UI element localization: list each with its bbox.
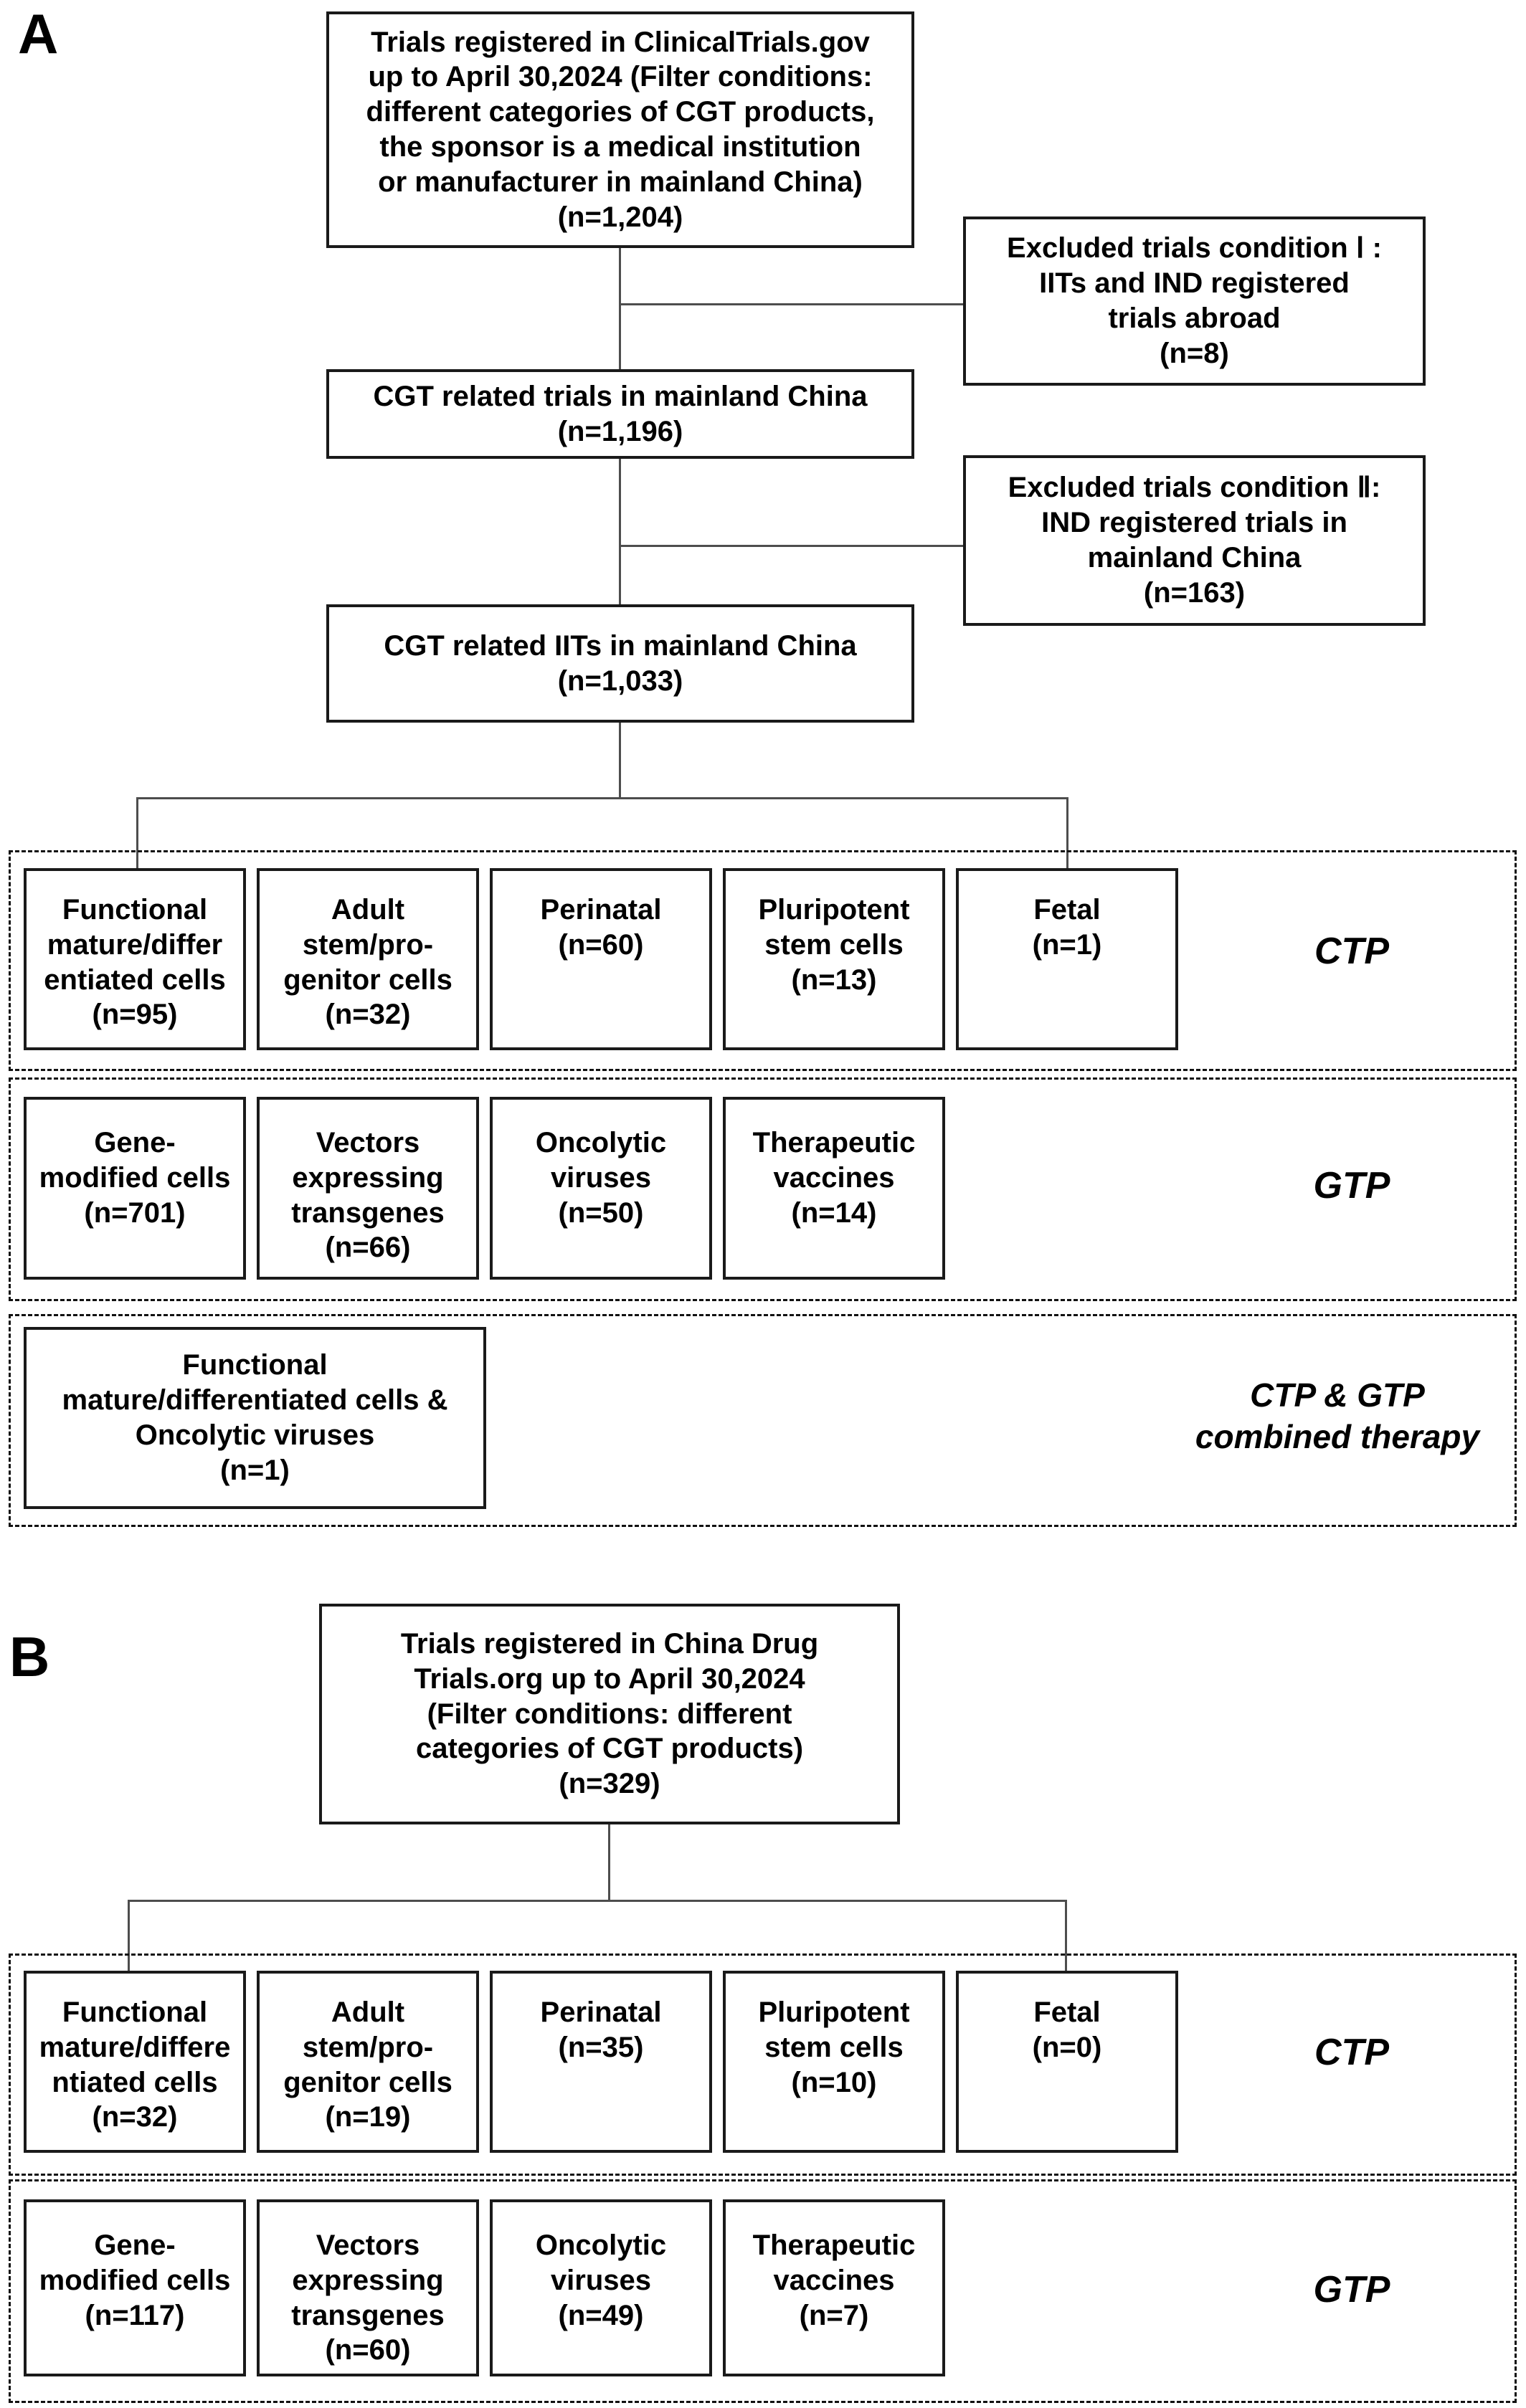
connector-a-trials-to-iits (619, 459, 621, 604)
category-box-a-ctp-adult-stem-text: Adult stem/pro- genitor cells (n=32) (283, 894, 452, 1031)
group-container-a-gtp (9, 1077, 1517, 1301)
category-box-b-gtp-vectors-text: Vectors expressing transgenes (n=60) (291, 2229, 445, 2366)
connector-b-branch-right-drop (1065, 1900, 1067, 1971)
group-container-a-combined (9, 1314, 1517, 1527)
group-label-a-combined: CTP & GTP combined therapy (1195, 1376, 1480, 1455)
connector-b-branch-left-drop (128, 1900, 130, 1971)
connector-a-iits-down (619, 723, 621, 797)
category-box-b-ctp-functional: Functional mature/differe ntiated cells … (24, 1971, 246, 2153)
category-box-b-gtp-vaccines-text: Therapeutic vaccines (n=7) (752, 2229, 916, 2331)
connector-b-source-down (608, 1824, 610, 1900)
category-box-b-gtp-vectors: Vectors expressing transgenes (n=60) (257, 2199, 479, 2376)
flow-box-b-source: Trials registered in China Drug Trials.o… (319, 1604, 900, 1824)
category-box-a-ctp-functional-text: Functional mature/differ entiated cells … (44, 894, 226, 1031)
group-container-a-ctp (9, 850, 1517, 1071)
category-box-a-gtp-oncolytic-text: Oncolytic viruses (n=50) (535, 1127, 667, 1229)
connector-b-branch (128, 1900, 1067, 1902)
group-container-b-ctp (9, 1953, 1517, 2176)
category-box-a-gtp-vectors: Vectors expressing transgenes (n=66) (257, 1097, 479, 1280)
category-box-b-ctp-pluripotent: Pluripotent stem cells (n=10) (723, 1971, 945, 2153)
category-box-b-ctp-pluripotent-text: Pluripotent stem cells (n=10) (758, 1997, 910, 2098)
flow-box-a-source: Trials registered in ClinicalTrials.gov … (326, 11, 914, 248)
connector-a-to-excluded-1 (620, 303, 963, 305)
flow-box-a-cgt-iits-text: CGT related IITs in mainland China (n=1,… (384, 629, 857, 697)
flow-box-a-cgt-trials-text: CGT related trials in mainland China (n=… (373, 380, 868, 447)
panel-b-label: B (9, 1625, 50, 1688)
category-box-a-gtp-vaccines-text: Therapeutic vaccines (n=14) (752, 1127, 916, 1229)
category-box-a-ctp-fetal-text: Fetal (n=1) (1032, 894, 1102, 961)
category-box-a-ctp-adult-stem: Adult stem/pro- genitor cells (n=32) (257, 868, 479, 1050)
flow-box-a-cgt-iits: CGT related IITs in mainland China (n=1,… (326, 604, 914, 723)
category-box-a-ctp-fetal: Fetal (n=1) (956, 868, 1178, 1050)
category-box-b-ctp-adult-stem: Adult stem/pro- genitor cells (n=19) (257, 1971, 479, 2153)
category-box-b-gtp-gene-modified-text: Gene- modified cells (n=117) (39, 2229, 231, 2331)
category-box-a-ctp-pluripotent: Pluripotent stem cells (n=13) (723, 868, 945, 1050)
category-box-a-ctp-perinatal: Perinatal (n=60) (490, 868, 712, 1050)
category-box-a-gtp-oncolytic: Oncolytic viruses (n=50) (490, 1097, 712, 1280)
category-box-b-ctp-fetal-text: Fetal (n=0) (1032, 1997, 1102, 2063)
group-label-b-gtp: GTP (1313, 2269, 1390, 2311)
connector-a-branch-right-drop (1066, 797, 1068, 869)
panel-a-label: A (18, 2, 59, 65)
category-box-a-gtp-gene-modified: Gene- modified cells (n=701) (24, 1097, 246, 1280)
group-label-b-ctp: CTP (1314, 2032, 1389, 2073)
category-box-a-gtp-vectors-text: Vectors expressing transgenes (n=66) (291, 1127, 445, 1264)
category-box-b-ctp-perinatal-text: Perinatal (n=35) (540, 1997, 662, 2063)
category-box-b-gtp-oncolytic: Oncolytic viruses (n=49) (490, 2199, 712, 2376)
connector-a-branch (136, 797, 1068, 799)
category-box-b-gtp-oncolytic-text: Oncolytic viruses (n=49) (535, 2229, 667, 2331)
connector-a-branch-left-drop (136, 797, 138, 869)
excluded-box-a-condition-2-text: Excluded trials condition Ⅱ: IND registe… (1008, 472, 1381, 609)
flow-box-a-cgt-trials: CGT related trials in mainland China (n=… (326, 369, 914, 459)
category-box-b-gtp-gene-modified: Gene- modified cells (n=117) (24, 2199, 246, 2376)
flow-box-b-source-text: Trials registered in China Drug Trials.o… (400, 1628, 819, 1800)
category-box-a-ctp-perinatal-text: Perinatal (n=60) (540, 894, 662, 961)
excluded-box-a-condition-2: Excluded trials condition Ⅱ: IND registe… (963, 455, 1426, 626)
category-box-a-combined: Functional mature/differentiated cells &… (24, 1327, 486, 1509)
excluded-box-a-condition-1-text: Excluded trials condition Ⅰ : IITs and I… (1007, 232, 1382, 369)
category-box-a-combined-text: Functional mature/differentiated cells &… (62, 1349, 448, 1486)
flow-box-a-source-text: Trials registered in ClinicalTrials.gov … (366, 26, 875, 233)
connector-a-source-to-trials (619, 248, 621, 370)
connector-a-to-excluded-2 (620, 545, 963, 547)
category-box-b-ctp-functional-text: Functional mature/differe ntiated cells … (39, 1997, 231, 2133)
excluded-box-a-condition-1: Excluded trials condition Ⅰ : IITs and I… (963, 216, 1426, 386)
category-box-a-ctp-functional: Functional mature/differ entiated cells … (24, 868, 246, 1050)
category-box-b-ctp-adult-stem-text: Adult stem/pro- genitor cells (n=19) (283, 1997, 452, 2133)
category-box-b-gtp-vaccines: Therapeutic vaccines (n=7) (723, 2199, 945, 2376)
category-box-a-ctp-pluripotent-text: Pluripotent stem cells (n=13) (758, 894, 910, 996)
category-box-a-gtp-vaccines: Therapeutic vaccines (n=14) (723, 1097, 945, 1280)
category-box-b-ctp-perinatal: Perinatal (n=35) (490, 1971, 712, 2153)
category-box-a-gtp-gene-modified-text: Gene- modified cells (n=701) (39, 1127, 231, 1229)
category-box-b-ctp-fetal: Fetal (n=0) (956, 1971, 1178, 2153)
group-label-a-gtp: GTP (1313, 1165, 1390, 1207)
group-container-b-gtp (9, 2179, 1517, 2403)
group-label-a-ctp: CTP (1314, 931, 1389, 972)
